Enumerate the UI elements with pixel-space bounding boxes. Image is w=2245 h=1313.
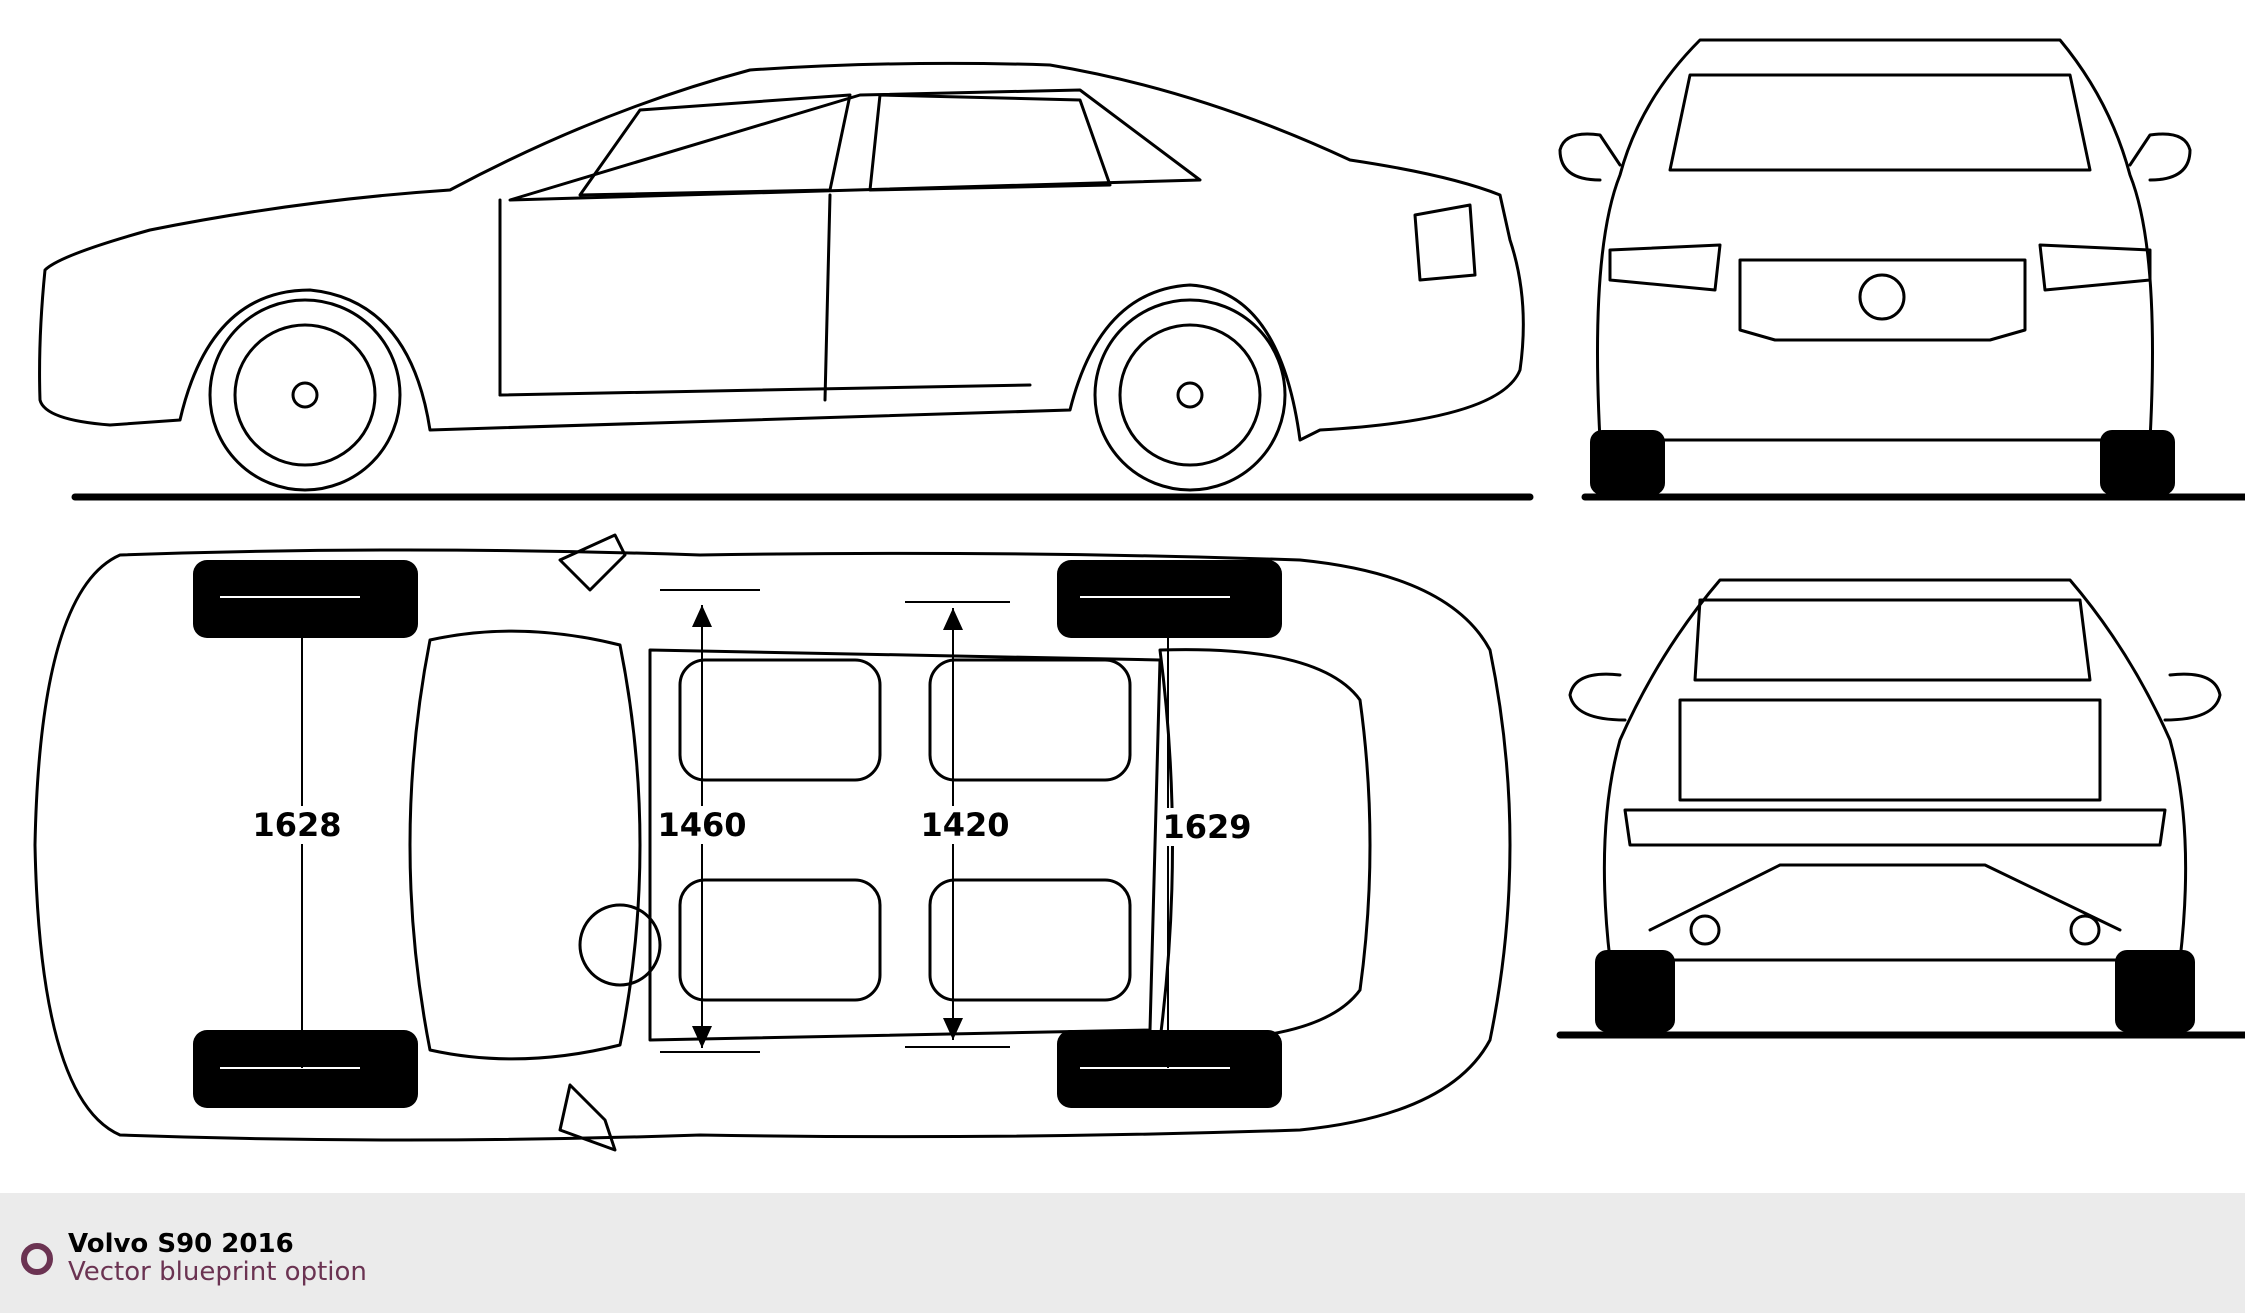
footer-title: Volvo S90 2016 — [68, 1229, 294, 1259]
top-view — [33, 533, 1512, 1152]
ring-icon — [21, 1243, 53, 1275]
front-view — [1558, 38, 2245, 501]
footer-subtitle: Vector blueprint option — [68, 1257, 367, 1287]
rear-view — [1556, 578, 2245, 1039]
blueprint-drawing — [33, 38, 2245, 1152]
side-view — [38, 61, 1534, 501]
front-track-dimension: 1628 — [250, 806, 344, 844]
dimension-arrows — [220, 589, 1230, 1069]
rear-track-dimension: 1629 — [1160, 808, 1254, 846]
rear-interior-width-dimension: 1420 — [918, 806, 1012, 844]
footer: Volvo S90 2016 Vector blueprint option — [0, 1193, 2245, 1313]
front-interior-width-dimension: 1460 — [655, 806, 749, 844]
